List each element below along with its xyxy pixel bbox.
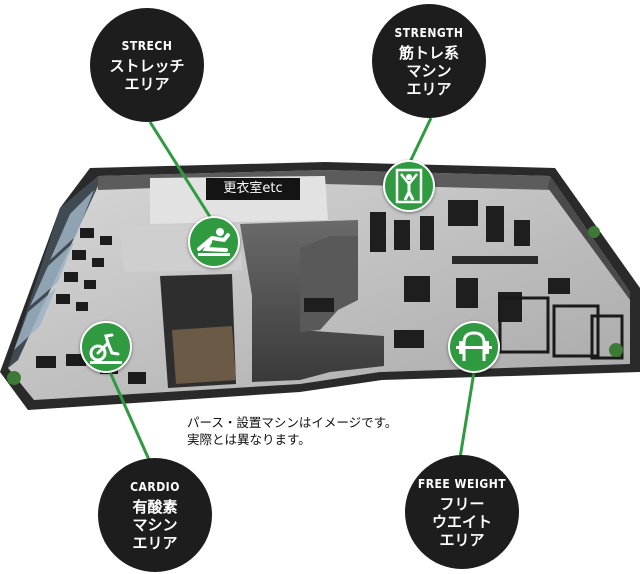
free-weight-title-en: FREE WEIGHT (417, 477, 507, 491)
cardio-title-en: CARDIO (130, 480, 180, 494)
office-room (172, 326, 236, 384)
free-weight-racks (498, 296, 624, 360)
cardio-area-bubble: CARDIO 有酸素 マシン エリア (98, 458, 212, 572)
plants (7, 226, 623, 385)
strech-title-jp-1: ストレッチ (109, 57, 185, 75)
exercise-bike-icon (80, 321, 132, 373)
strech-title-en: STRECH (121, 39, 173, 53)
free-weight-title-jp-3: エリア (439, 531, 485, 549)
cardio-title-jp-3: エリア (132, 534, 178, 552)
strech-area-bubble: STRECH ストレッチ エリア (90, 8, 204, 122)
right-wall (548, 176, 630, 300)
cardio-title-jp-1: 有酸素 (132, 498, 178, 516)
free-weight-title-jp-2: ウエイト (431, 513, 492, 531)
strength-title-jp-1: 筋トレ系 (398, 44, 459, 62)
disclaimer-note: パース・設置マシンはイメージです。 実際とは異なります。 (187, 414, 467, 448)
strech-title-jp-2: エリア (124, 75, 170, 93)
free-weight-title-jp-1: フリー (439, 495, 485, 513)
cardio-machines (36, 228, 146, 384)
strength-title-en: STRENGTH (394, 26, 464, 40)
locker-room-label: 更衣室etc (206, 178, 300, 200)
stretch-person-icon (188, 216, 240, 268)
dumbbell-rack (452, 256, 538, 264)
disclaimer-line-2: 実際とは異なります。 (187, 432, 311, 447)
free-weight-area-bubble: FREE WEIGHT フリー ウエイト エリア (405, 455, 519, 569)
strength-title-jp-2: マシン (406, 62, 452, 80)
strength-area-bubble: STRENGTH 筋トレ系 マシン エリア (372, 4, 486, 118)
strength-title-jp-3: エリア (406, 80, 452, 98)
disclaimer-line-1: パース・設置マシンはイメージです。 (187, 415, 398, 430)
back-wall-right (325, 170, 552, 190)
strength-machine-icon (383, 160, 435, 212)
cardio-title-jp-2: マシン (132, 516, 178, 534)
windows (14, 190, 94, 350)
central-partition (240, 220, 384, 382)
barbell-rack-icon (448, 321, 500, 373)
leader-lines (108, 117, 476, 463)
